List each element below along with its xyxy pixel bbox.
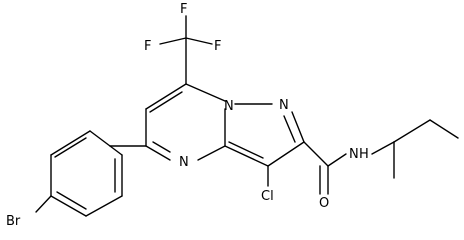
bond-n1-c2 xyxy=(291,111,305,143)
bond-ar4-ar5-double xyxy=(56,191,87,210)
atom-amide-n: N xyxy=(349,147,359,162)
bond-carbonyl-n xyxy=(327,153,347,167)
bond-cf3-f-right xyxy=(185,37,213,45)
atom-f-top: F xyxy=(180,2,187,17)
bond-c2-c3 xyxy=(267,141,305,167)
atom-amide-h: H xyxy=(359,147,369,162)
atom-f-right: F xyxy=(214,39,221,54)
bond-n4-c3a xyxy=(197,145,226,161)
bond-c3-c3a-double xyxy=(228,141,264,159)
atom-chlorine: Cl xyxy=(261,189,274,204)
bond-n1-c2-double xyxy=(283,115,296,143)
bond-ar4-br xyxy=(35,195,52,213)
bonds xyxy=(35,15,459,217)
bond-c3-c3a xyxy=(224,145,269,167)
bond-c5-n4 xyxy=(145,145,171,161)
bond-ar2-ar3-double xyxy=(54,137,87,158)
chemical-structure: F F F N N N Cl O N H Br xyxy=(6,2,459,229)
atom-oxygen: O xyxy=(319,196,329,211)
bond-n7a-c7 xyxy=(185,83,226,102)
bond-ar1-ar6-link xyxy=(109,145,123,156)
atom-f-left: F xyxy=(144,39,151,54)
atom-labels: F F F N N N Cl O N H Br xyxy=(6,2,369,229)
bond-ar1-ar2 xyxy=(89,130,111,147)
bond-ar5-ar6 xyxy=(85,195,123,217)
bond-c7-c6 xyxy=(145,83,187,110)
atom-bromine: Br xyxy=(6,214,21,229)
bond-ch2-ch3 xyxy=(429,119,459,139)
bond-ch-ch2 xyxy=(393,119,431,143)
atom-n-1: N xyxy=(279,98,289,113)
bond-c2-carbonyl xyxy=(303,141,329,167)
bond-c5-n4-double xyxy=(152,141,171,153)
bond-n-ch xyxy=(371,141,395,155)
atom-n-4: N xyxy=(179,155,189,170)
bond-c7-c6-double xyxy=(149,91,183,113)
bond-ar2-ar3 xyxy=(50,130,91,156)
atom-n-7a: N xyxy=(224,99,234,114)
bond-cf3-f-left xyxy=(159,37,187,45)
bond-ar4-ar5 xyxy=(50,195,87,217)
